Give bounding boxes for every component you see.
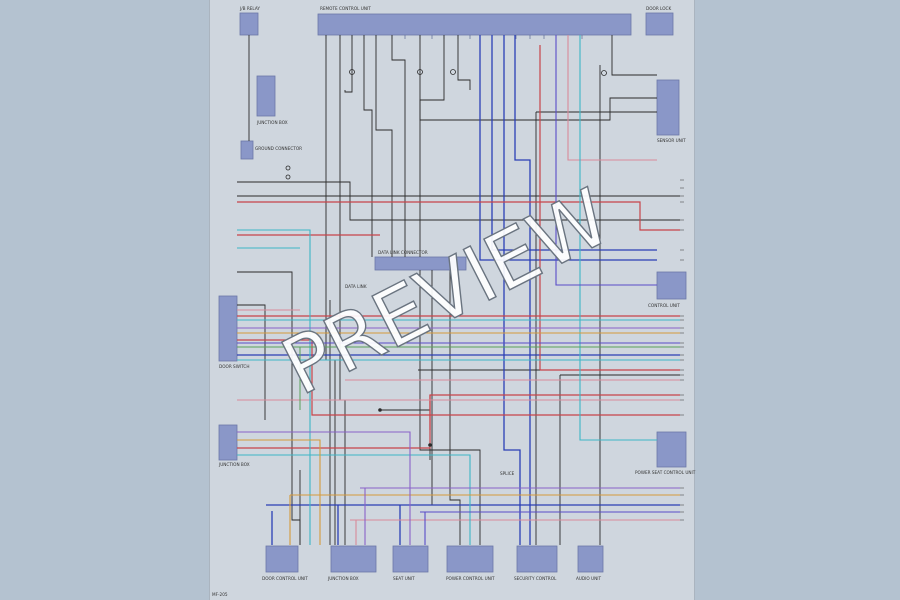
- module-security: [516, 545, 558, 573]
- label-module-2: JUNCTION BOX: [327, 576, 359, 581]
- label-left-upper: JUNCTION BOX: [256, 120, 288, 125]
- connector-top-center: [317, 13, 632, 36]
- label-top-right: DOOR LOCK: [646, 6, 671, 11]
- connector-left-bottom: [218, 424, 238, 461]
- label-module-3: SEAT UNIT: [393, 576, 415, 581]
- label-module-4: POWER CONTROL UNIT: [446, 576, 495, 581]
- page-number: MF-205: [212, 592, 228, 597]
- label-top-left: J/B RELAY: [239, 6, 260, 11]
- terminal-ticks: [680, 179, 684, 521]
- connector-left-lower: [218, 295, 238, 362]
- connector-hub: [374, 256, 467, 271]
- label-right-mid: CONTROL UNIT: [648, 303, 680, 308]
- label-right-upper: SENSOR UNIT: [657, 138, 686, 143]
- wires-green: [237, 346, 680, 410]
- module-door-control: [265, 545, 299, 573]
- wires-purple: [237, 327, 680, 545]
- wires-red: [237, 45, 680, 449]
- module-audio: [577, 545, 604, 573]
- connector-top-left: [239, 12, 259, 36]
- label-hub: DATA LINK CONNECTOR: [378, 250, 428, 255]
- module-power-control: [446, 545, 494, 573]
- module-seat-unit: [392, 545, 429, 573]
- connector-left-upper: [256, 75, 276, 117]
- connector-right-lower: [656, 431, 687, 468]
- connector-right-upper: [656, 79, 680, 136]
- connector-ground: [240, 140, 254, 160]
- wires-cyan: [237, 35, 680, 545]
- diagram-labels: J/B RELAY REMOTE CONTROL UNIT DOOR LOCK …: [212, 6, 696, 597]
- wires-black: [237, 35, 680, 545]
- label-left-lower: DOOR SWITCH: [219, 364, 249, 369]
- wires-violet: [237, 35, 680, 545]
- label-annotation-1: DATA LINK: [345, 284, 367, 289]
- wires-orange: [237, 332, 680, 545]
- module-junction-box: [330, 545, 377, 573]
- connectors: [218, 12, 687, 573]
- connector-top-right: [645, 12, 674, 36]
- label-left-bottom: JUNCTION BOX: [218, 462, 250, 467]
- label-top-center: REMOTE CONTROL UNIT: [320, 6, 371, 11]
- label-module-5: SECURITY CONTROL: [514, 576, 557, 581]
- wires-blue: [237, 35, 680, 545]
- label-annotation-2: SPLICE: [500, 471, 515, 476]
- connector-right-mid: [656, 271, 687, 300]
- label-module-6: AUDIO UNIT: [576, 576, 601, 581]
- label-ground: GROUND CONNECTOR: [255, 146, 302, 151]
- label-module-1: DOOR CONTROL UNIT: [262, 576, 308, 581]
- splice-dots: [285, 69, 607, 447]
- wires-pink: [237, 35, 680, 545]
- label-right-lower: POWER SEAT CONTROL UNIT: [635, 470, 696, 475]
